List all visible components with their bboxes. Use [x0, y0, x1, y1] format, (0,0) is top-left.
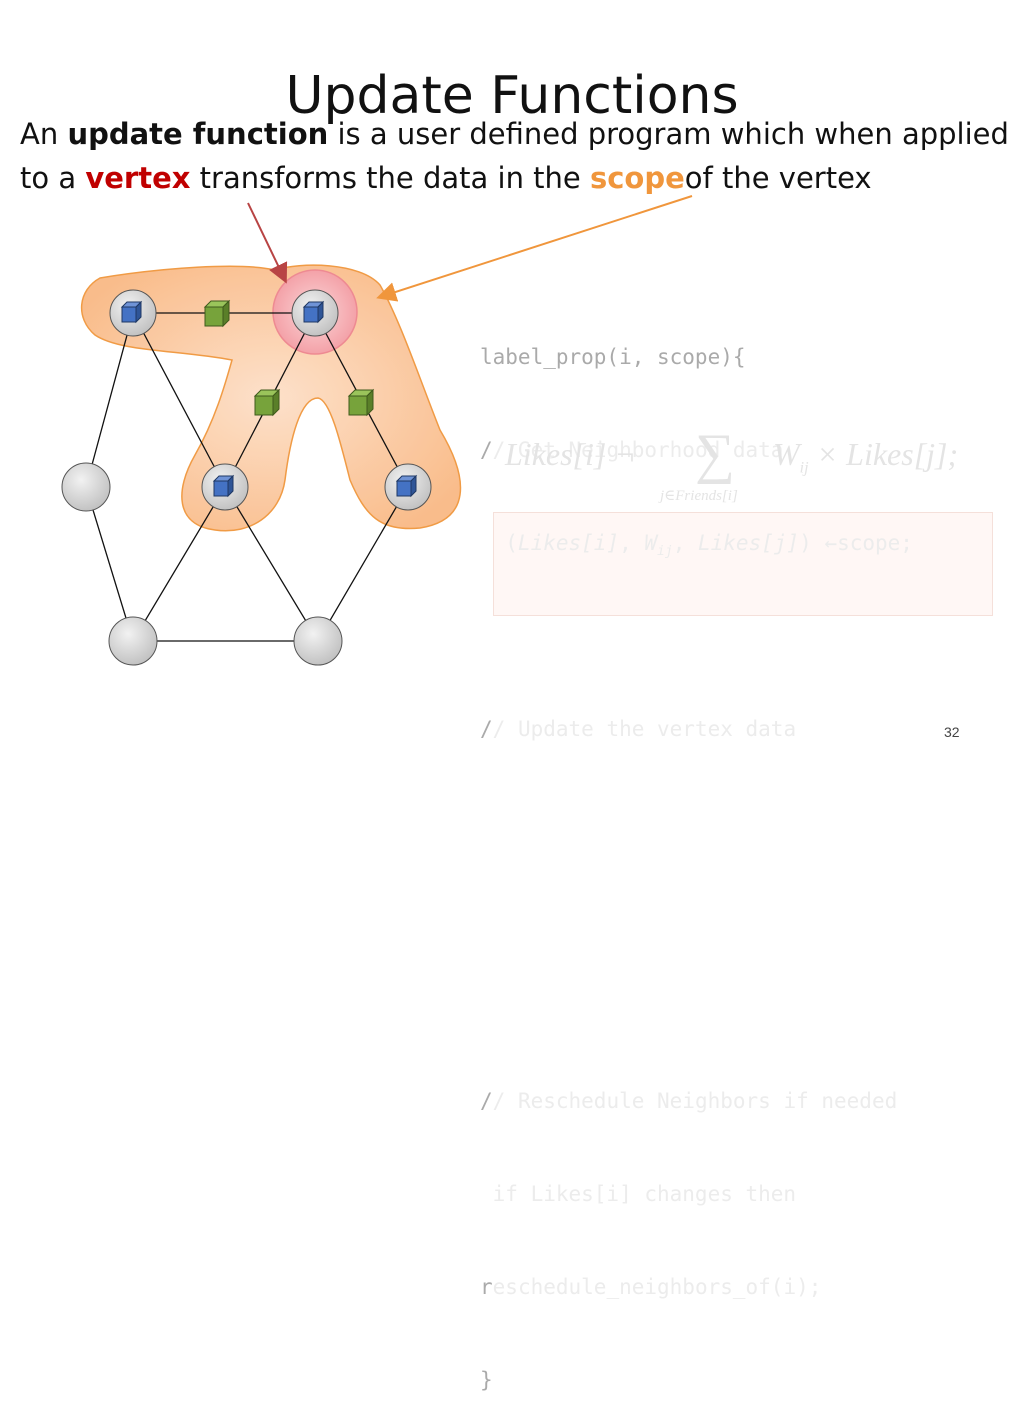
slide-title: Update Functions: [285, 66, 739, 126]
blue-cube-icon: [395, 474, 418, 498]
vertex-node: [109, 289, 157, 337]
scope-arrow: [376, 195, 693, 302]
green-cube-icon: [203, 299, 231, 328]
edge-data-cubes: [203, 299, 375, 417]
formula-lhs: Likes[i] ¬: [505, 436, 636, 472]
code-line-resched-call: reschedule_neighbors_of(i);: [480, 1275, 822, 1299]
code-line-comment-update: // Update the vertex data: [480, 717, 797, 741]
code-line-comment-get: // Get Neighborhood data: [480, 438, 784, 462]
code-line-comment-resched: // Reschedule Neighbors if needed: [480, 1089, 898, 1113]
vertex-node: [384, 463, 432, 511]
sum-symbol: ∑: [695, 423, 735, 485]
code-line-close: }: [480, 1368, 493, 1392]
code-line-if: if Likes[i] changes then: [480, 1182, 797, 1206]
code-line-blank: [480, 621, 1000, 652]
code-line-signature: label_prop(i, scope){: [480, 345, 746, 369]
vertex-term: vertex: [85, 161, 191, 195]
graph-diagram: [61, 195, 693, 666]
blue-cube-icon: [302, 300, 325, 324]
graph-edges: [85, 312, 409, 642]
green-cube-icon: [253, 388, 281, 417]
blue-cube-icon: [212, 474, 235, 498]
vertex-node: [201, 463, 249, 511]
formula-rhs: Wij × Likes[j];: [773, 436, 959, 477]
update-function-term: update function: [67, 117, 329, 151]
description-text: An update function is a user defined pro…: [20, 117, 1009, 195]
code-line-scope: (Likes[i], Wij, Likes[j]) ←scope;: [480, 531, 913, 560]
center-vertex-node: [291, 289, 339, 337]
sum-subscript: j∈Friends[i]: [660, 488, 738, 504]
gray-nodes: [61, 462, 343, 666]
data-nodes: [109, 289, 432, 511]
page-number: 32: [944, 724, 960, 740]
gray-node: [108, 616, 158, 666]
update-formula: Likes[i] ¬ ∑ Wij × Likes[j]; j∈Friends[i…: [505, 423, 985, 510]
scope-term: scope: [589, 161, 685, 195]
reschedule-highlight-box: [493, 512, 993, 616]
blue-cube-icon: [120, 300, 143, 324]
vertex-arrow: [247, 202, 288, 284]
gray-node: [61, 462, 111, 512]
gray-node: [293, 616, 343, 666]
green-cube-icon: [347, 388, 375, 417]
